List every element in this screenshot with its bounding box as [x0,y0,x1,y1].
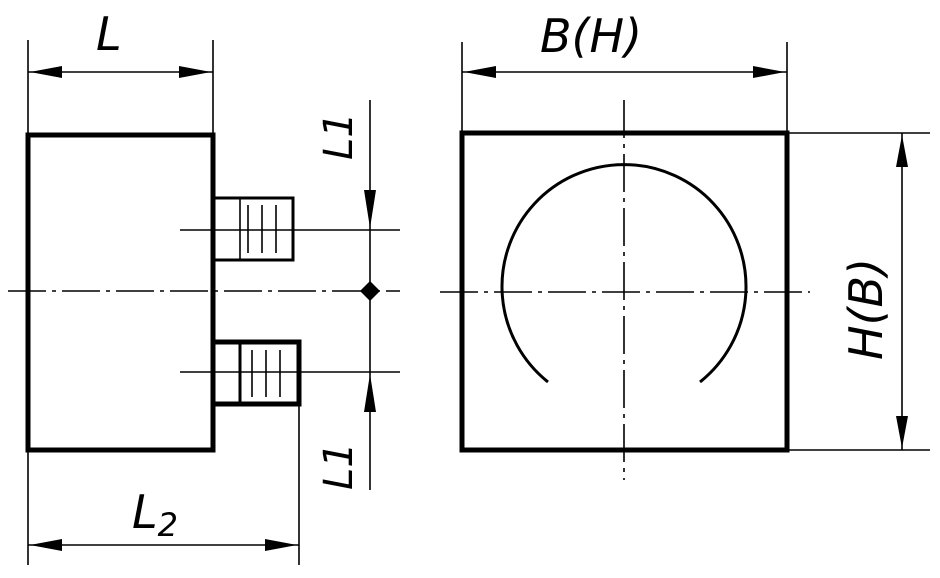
side-view: L L2 L1 L1 [8,7,400,565]
HB-label: H(B) [839,258,893,360]
HB-arrow-top [896,135,908,167]
L1-arrow-bottom [364,374,376,412]
L1-bottom-label: L1 [316,442,362,490]
BH-label: B(H) [540,9,642,63]
upper-fitting [211,196,295,262]
BH-arrow-left [464,66,496,78]
L1-arrow-top [364,190,376,228]
L2-label: L2 [132,485,178,544]
side-body-outline [25,132,216,453]
L-label: L [96,7,122,61]
front-view: B(H) H(B) [440,9,930,480]
HB-arrow-bottom [896,416,908,448]
L-arrow-left [30,66,62,78]
L2-arrow-right [265,539,297,551]
BH-arrow-right [753,66,785,78]
lower-fitting [210,339,302,407]
L2-arrow-left [30,539,62,551]
L-arrow-right [179,66,211,78]
L1-top-label: L1 [316,112,362,160]
